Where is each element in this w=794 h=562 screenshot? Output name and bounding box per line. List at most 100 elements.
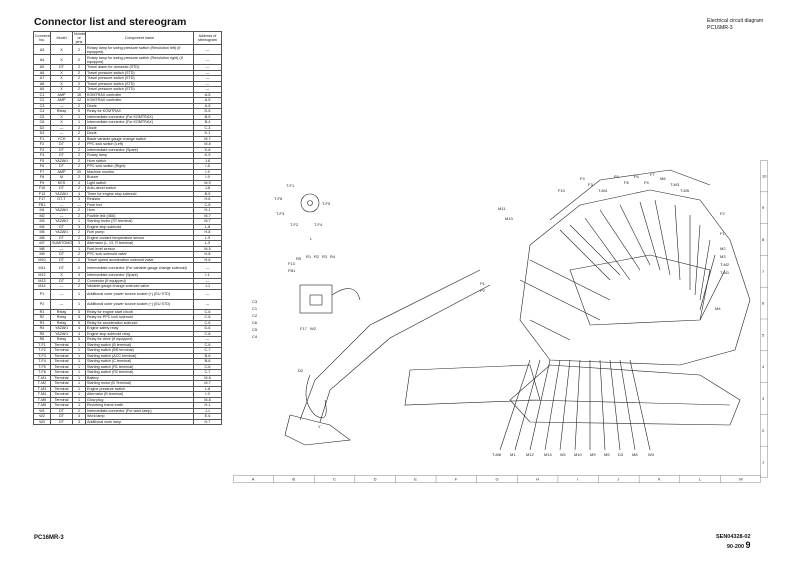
label-f17: F17 [300,326,308,331]
label-r2: R2 [314,254,320,259]
ruler-letter: B [292,477,295,482]
boom [299,269,481,421]
cell-address: J-1 [193,407,222,415]
cell-address: H-7 [193,418,222,426]
ruler-letter: J [617,477,619,482]
cell-connector: P1 [33,288,51,300]
cell-address: C-6 [193,330,222,338]
label-c5: C5 [252,327,258,332]
cell-component: Additional work lamp [85,418,194,426]
label-f2: F2 [720,211,725,216]
cell-address: A-5 [193,91,222,99]
blade [404,364,541,406]
cell-address: C-6 [193,363,222,371]
label-p1: P1 [480,281,486,286]
label-t-f6: T-F6 [274,196,283,201]
cell-address: I-9 [193,391,222,398]
label-r1: R1 [306,254,312,259]
cell-address: E-6 [193,413,222,420]
cell-address: C-7 [193,369,222,376]
ruler-number: 10 [762,173,767,178]
label-c6: C6 [252,320,258,325]
cell-model: SUMITOMO [50,240,73,247]
undercarriage [509,364,741,426]
footer-page-ref: 90-200 [726,544,745,550]
label-w1: W1 [560,452,567,457]
bucket [284,414,351,446]
label-f8: F8 [624,180,629,185]
cell-address: — [193,54,222,66]
label-m12: M12 [526,452,535,457]
cell-model: DT [50,418,73,426]
cell-component: Intermediate connector (For variable gau… [85,262,194,274]
label-f4: F4 [580,176,585,181]
label-t-m6: T-M6 [492,452,502,457]
footer-page-number: 9 [745,540,751,550]
ruler-number: 8 [762,237,765,242]
label-m13: M13 [505,216,514,221]
ruler-letter: E [414,477,417,482]
cell-component: Rotary lamp for swing pressure switch (R… [85,44,194,56]
starting-switch-outline [300,193,320,213]
footer-doc-code: SEN04328-02 [716,534,751,540]
label-m5: M5 [604,452,610,457]
cell-address: B-6 [193,358,222,365]
label-m2: M2 [720,246,726,251]
label-m10: M10 [574,452,583,457]
cell-address: M-8 [193,396,222,404]
label-p2: P2 [480,288,486,293]
cell-address: C-6 [193,314,222,321]
ruler-number: 2 [762,428,765,433]
cell-address: B-4 [193,119,222,126]
cell-address: H-8 [193,251,222,258]
ruler-number: 9 [762,205,765,210]
cell-address: B-6 [193,352,222,360]
label-f7: F7 [650,172,655,177]
cell-component: Additional outer power source socket (+)… [85,288,194,300]
cell-address: — [193,69,222,77]
cell-connector: A4 [33,54,51,66]
cell-model: X [50,44,73,56]
ruler-letter: G [496,477,499,482]
label-m4: M4 [715,306,721,311]
label-m11: M11 [498,206,506,211]
cell-address: — [193,80,222,88]
footer-page-line: 90-200 9 [716,541,751,551]
label-c3: C3 [252,299,258,304]
cell-pins: 2 [72,44,86,56]
cell-address: C-6 [193,341,222,349]
cell-address: — [193,86,222,93]
label-c4: C4 [252,334,258,339]
ruler-number: 3 [762,396,765,401]
label-fb1: FB1 [288,268,296,273]
label-l: L [310,236,313,241]
cell-pins: 2 [72,262,86,274]
label-t-m2: T-M2 [720,262,730,267]
cell-address: — [193,64,222,71]
cell-address: I-1 [193,272,222,279]
label-f13: F13 [288,261,296,266]
cell-address: D-6 [193,325,222,332]
cell-pins: 1 [72,298,86,310]
col-pins: Number of pins [72,30,86,46]
